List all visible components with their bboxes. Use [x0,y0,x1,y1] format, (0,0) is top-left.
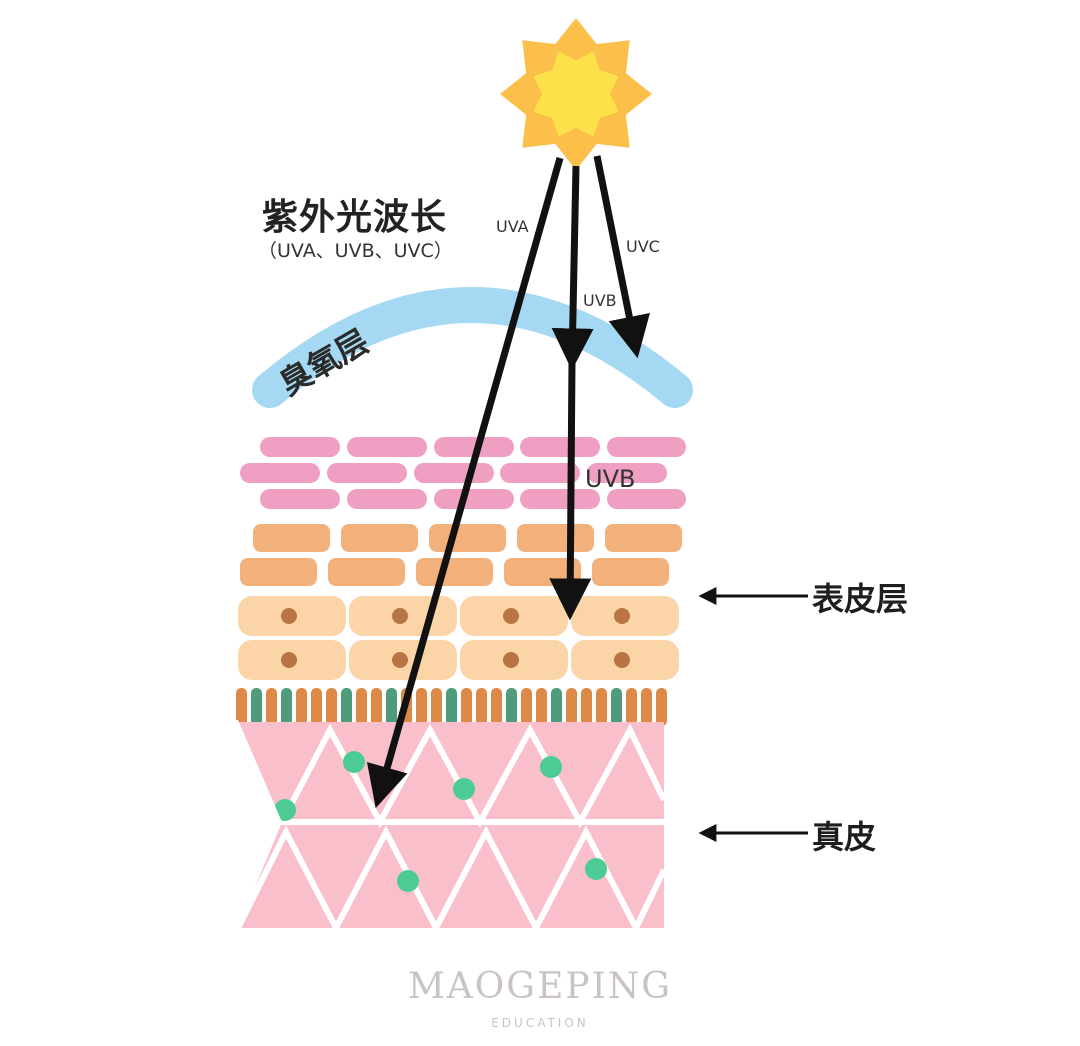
spinous-layer [238,596,679,680]
corneum-cell [607,489,686,509]
corneum-cell [414,463,494,483]
fibroblast-dot [585,858,607,880]
corneum-cell [434,489,514,509]
uva-ray-arrow [366,157,564,809]
basal-cell [416,688,427,726]
granular-cell [429,524,506,552]
basal-cell [461,688,472,726]
granular-cell [328,558,405,586]
basal-cell [611,688,622,726]
granular-cell [605,524,682,552]
diagram-subtitle: （UVA、UVB、UVC） [258,240,453,262]
basal-cell [596,688,607,726]
uvb-inner-label: UVB [585,465,636,493]
cell-nucleus [614,608,630,624]
corneum-cell [607,437,686,457]
dermis-label: 真皮 [812,818,877,856]
basal-cell [506,688,517,726]
uvb-inner-arrow [549,361,592,621]
basal-cell [266,688,277,726]
cell-nucleus [614,652,630,668]
fibroblast-dot [397,870,419,892]
granular-cell [240,558,317,586]
basal-cell [551,688,562,726]
corneum-cell [260,489,340,509]
cell-nucleus [392,652,408,668]
granular-cell [341,524,418,552]
basal-cell [566,688,577,726]
basal-cell [446,688,457,726]
cell-nucleus [392,608,408,624]
stratum-corneum [240,437,686,509]
fibroblast-dot [453,778,475,800]
basal-cell [476,688,487,726]
basal-cell [626,688,637,726]
basal-layer [236,688,667,726]
granular-cell [253,524,330,552]
basal-cell [311,688,322,726]
basal-cell [641,688,652,726]
granular-layer [240,524,682,586]
basal-cell [326,688,337,726]
granular-cell [517,524,594,552]
brand-logo: MAOGEPING [407,966,673,1007]
diagram-title: 紫外光波长 [262,197,448,238]
basal-cell [431,688,442,726]
fibroblast-dot [343,751,365,773]
basal-cell [281,688,292,726]
fibroblast-dot [274,799,296,821]
corneum-cell [327,463,407,483]
granular-cell [416,558,493,586]
cell-nucleus [503,608,519,624]
corneum-cell [260,437,340,457]
basal-cell [341,688,352,726]
sun-icon [500,18,652,170]
basal-cell [296,688,307,726]
cell-nucleus [503,652,519,668]
uvc-label: UVC [626,237,660,256]
uvb-label: UVB [583,291,617,310]
uvb-ray-arrow [551,165,594,371]
epidermis-label: 表皮层 [812,580,909,618]
corneum-cell [347,437,427,457]
uva-label: UVA [496,217,529,236]
corneum-cell [587,463,667,483]
cell-nucleus [281,652,297,668]
corneum-cell [240,463,320,483]
dermis-fiber [235,825,667,935]
basal-cell [371,688,382,726]
basal-cell [656,688,667,726]
basal-cell [236,688,247,726]
granular-cell [592,558,669,586]
uvc-ray-arrow [593,155,650,359]
basal-cell [251,688,262,726]
basal-cell [386,688,397,726]
brand-tagline: EDUCATION [491,1016,589,1030]
cell-nucleus [281,608,297,624]
basal-cell [536,688,547,726]
corneum-cell [500,463,580,483]
basal-cell [521,688,532,726]
fibroblast-dot [540,756,562,778]
dermis-layer [235,722,667,935]
corneum-cell [520,489,600,509]
corneum-cell [434,437,514,457]
basal-cell [356,688,367,726]
corneum-cell [520,437,600,457]
basal-cell [491,688,502,726]
basal-cell [581,688,592,726]
corneum-cell [347,489,427,509]
